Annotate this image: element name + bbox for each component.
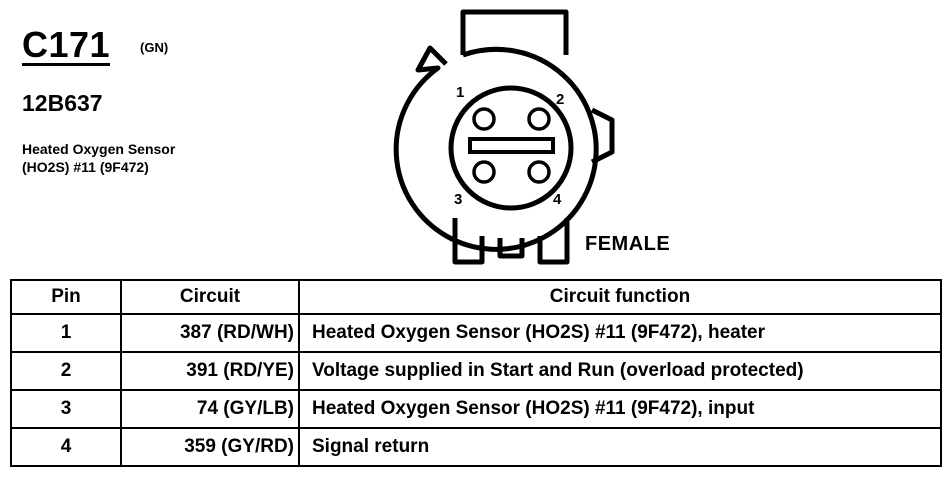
pin-cell: 3 [10,389,122,429]
pin-cavity-3 [472,160,496,184]
function-cell: Signal return [298,427,942,467]
pin-cavity-2 [527,107,551,131]
component-description-line-1: Heated Oxygen Sensor [22,141,176,157]
circuit-cell: 391 (RD/YE) [120,351,300,391]
function-cell: Heated Oxygen Sensor (HO2S) #11 (9F472),… [298,313,942,353]
connector-gender-label: FEMALE [585,233,671,255]
connector-top-latch [460,9,569,55]
pin-cell: 1 [10,313,122,353]
connector-foot-center [497,238,525,259]
circuit-cell: 387 (RD/WH) [120,313,300,353]
function-cell: Heated Oxygen Sensor (HO2S) #11 (9F472),… [298,389,942,429]
pin-cavity-4 [527,160,551,184]
circuit-cell: 359 (GY/RD) [120,427,300,467]
connector-inner-ring [448,85,574,211]
connector-foot-right [537,218,570,265]
pin-label-1: 1 [456,84,464,101]
pin-label-4: 4 [553,191,562,208]
component-description: Heated Oxygen Sensor (HO2S) #11 (9F472) [22,140,175,176]
connector-key-slot [468,137,555,154]
circuit-cell: 74 (GY/LB) [120,389,300,429]
part-number: 12B637 [22,90,103,116]
connector-color-code: (GN) [140,40,169,55]
function-cell: Voltage supplied in Start and Run (overl… [298,351,942,391]
header-circuit-function: Circuit function [298,279,942,315]
connector-foot-left [452,218,485,265]
pin-label-2: 2 [556,91,564,108]
table-row: 2 391 (RD/YE) Voltage supplied in Start … [10,351,942,391]
component-description-line-2: (HO2S) #11 (9F472) [22,159,149,175]
table-row: 4 359 (GY/RD) Signal return [10,427,942,467]
pin-cell: 2 [10,351,122,391]
table-row: 3 74 (GY/LB) Heated Oxygen Sensor (HO2S)… [10,389,942,429]
pin-cavity-1 [472,107,496,131]
pin-label-3: 3 [454,191,462,208]
table-header-row: Pin Circuit Circuit function [10,279,942,315]
connector-outer-body [393,45,599,252]
pin-cell: 4 [10,427,122,467]
table-row: 1 387 (RD/WH) Heated Oxygen Sensor (HO2S… [10,313,942,353]
header-pin: Pin [10,279,122,315]
pinout-table: Pin Circuit Circuit function 1 387 (RD/W… [10,279,942,467]
connector-side-key [590,107,615,165]
header-circuit: Circuit [120,279,300,315]
connector-id: C171 [22,24,111,65]
